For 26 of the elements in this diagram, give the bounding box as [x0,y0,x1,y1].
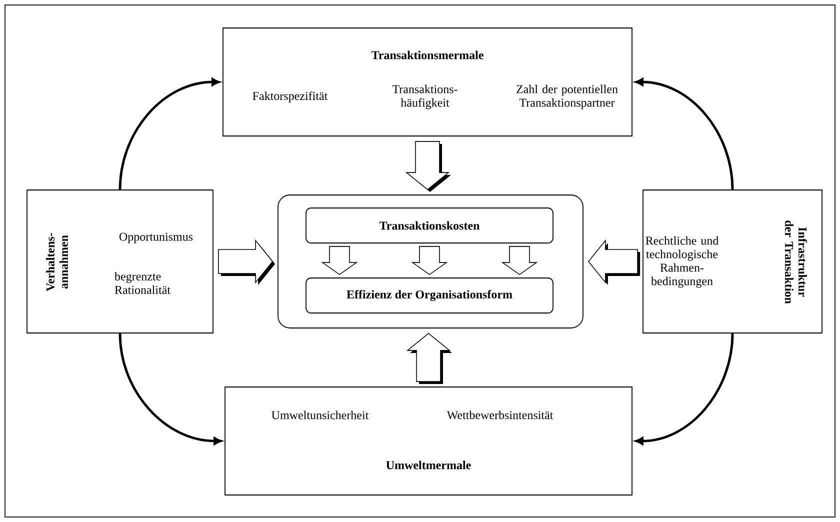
heading: Transaktionskosten [379,221,480,230]
curved-arrow [635,333,734,445]
item-text: Wettbewerbsintensität [446,410,554,420]
item-text: Faktorspezifität [252,92,328,102]
block-arrow [501,246,538,276]
block-arrow [218,239,276,285]
block-arrow [411,246,448,276]
block-arrow [405,141,451,192]
item-text: Umweltunsicherheit [272,410,369,420]
item-text: Transaktions- häufigkeit [392,84,458,110]
curved-arrow [118,333,222,445]
curved-arrow [118,78,220,190]
heading: Effizienz der Organisationsform [346,290,512,302]
heading: Transaktionsmermale [371,50,484,60]
rounded-panel [278,194,584,328]
curved-arrow [635,78,734,190]
item-text: begrenzte Rationalität [114,272,170,294]
item-text: Rechtliche und technologische Rahmen- bedingungen [646,236,719,288]
heading: Verhaltens- annahmen [46,232,68,292]
item-text: Zahl der potentiellen Transaktionspartner [516,84,618,110]
block-arrow [406,332,452,384]
heading: Infrastruktur der Transaktion [784,220,808,304]
block-arrow [321,246,358,276]
heading: Umweltmermale [386,460,471,470]
block-arrow [588,239,640,285]
item-text: Opportunismus [119,232,193,244]
